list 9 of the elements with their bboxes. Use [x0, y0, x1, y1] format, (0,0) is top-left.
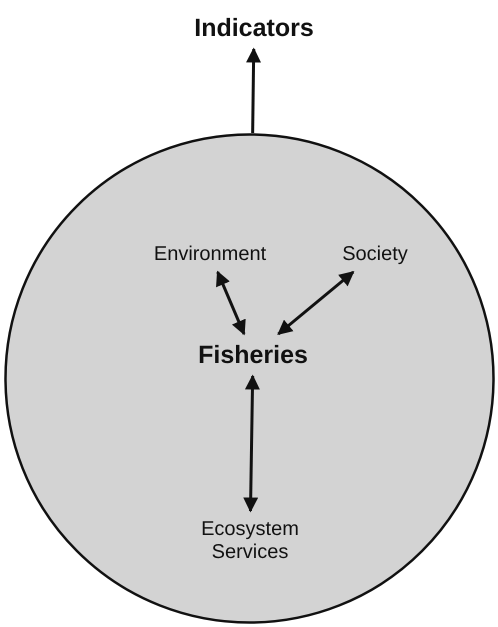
node-label: Environment	[152, 243, 268, 266]
node-label: Society	[341, 243, 409, 266]
arrow	[243, 374, 260, 512]
arrow	[216, 270, 246, 336]
node-label: Fisheries	[197, 341, 309, 370]
arrow	[246, 48, 262, 134]
heading-label: Indicators	[193, 14, 315, 43]
node-label: Ecosystem Services	[200, 518, 300, 564]
arrow	[277, 270, 354, 336]
